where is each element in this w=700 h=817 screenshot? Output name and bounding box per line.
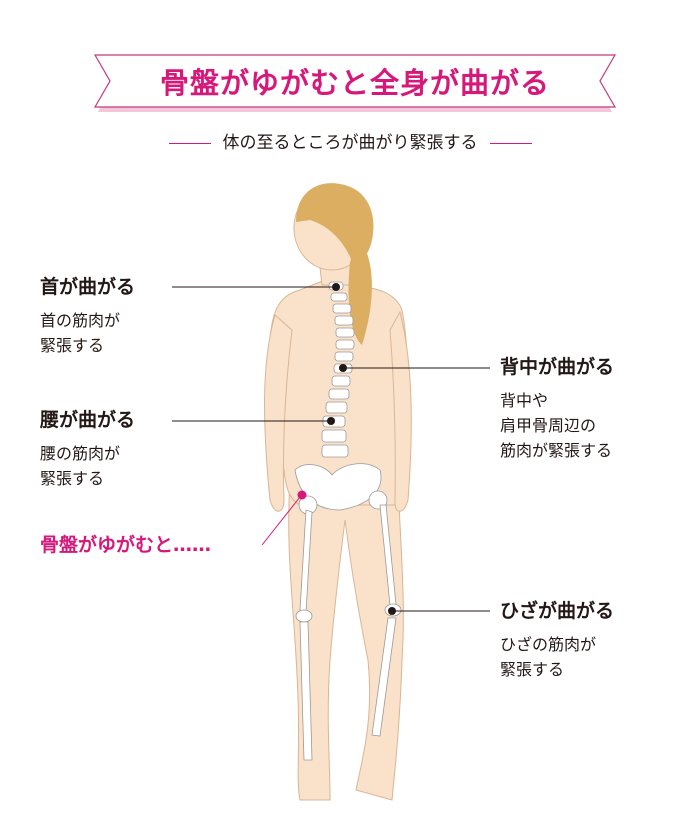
subtitle-text: 体の至るところが曲がり緊張する — [222, 133, 478, 153]
knee-marker — [388, 607, 396, 615]
pelvis-marker — [297, 490, 307, 500]
page-title: 骨盤がゆがむと全身が曲がる — [159, 66, 550, 100]
title-banner — [93, 54, 617, 112]
back-label: 背中が曲がる 背中や 肩甲骨周辺の 筋肉が緊張する — [500, 354, 614, 463]
back-body-2: 肩甲骨周辺の — [500, 416, 597, 435]
waist-body-2: 緊張する — [40, 469, 105, 488]
neck-body-1: 首の筋肉が — [40, 311, 121, 330]
subtitle-rule-left — [168, 143, 211, 144]
back-body-3: 筋肉が緊張する — [500, 441, 613, 460]
knee-heading: ひざが曲がる — [500, 600, 615, 622]
back-marker — [339, 364, 347, 372]
waist-marker — [327, 417, 335, 425]
waist-body-1: 腰の筋肉が — [40, 444, 121, 463]
back-heading: 背中が曲がる — [500, 356, 615, 378]
knee-body-1: ひざの筋肉が — [500, 635, 597, 654]
neck-marker — [332, 283, 340, 291]
back-body-1: 背中や — [500, 391, 549, 410]
neck-label: 首が曲がる 首の筋肉が 緊張する — [40, 274, 135, 358]
woman-back-figure — [264, 183, 412, 801]
knee-label: ひざが曲がる ひざの筋肉が 緊張する — [500, 598, 614, 682]
pelvis-label: 骨盤がゆがむと…… — [40, 534, 212, 556]
waist-label: 腰が曲がる 腰の筋肉が 緊張する — [40, 407, 135, 491]
subtitle-rule-right — [489, 143, 532, 144]
pelvis-leader-line — [261, 496, 301, 546]
knee-body-2: 緊張する — [500, 660, 565, 679]
waist-heading: 腰が曲がる — [40, 409, 136, 431]
subtitle: 体の至るところが曲がり緊張する — [0, 128, 700, 153]
neck-heading: 首が曲がる — [40, 276, 136, 298]
neck-body-2: 緊張する — [40, 336, 105, 355]
